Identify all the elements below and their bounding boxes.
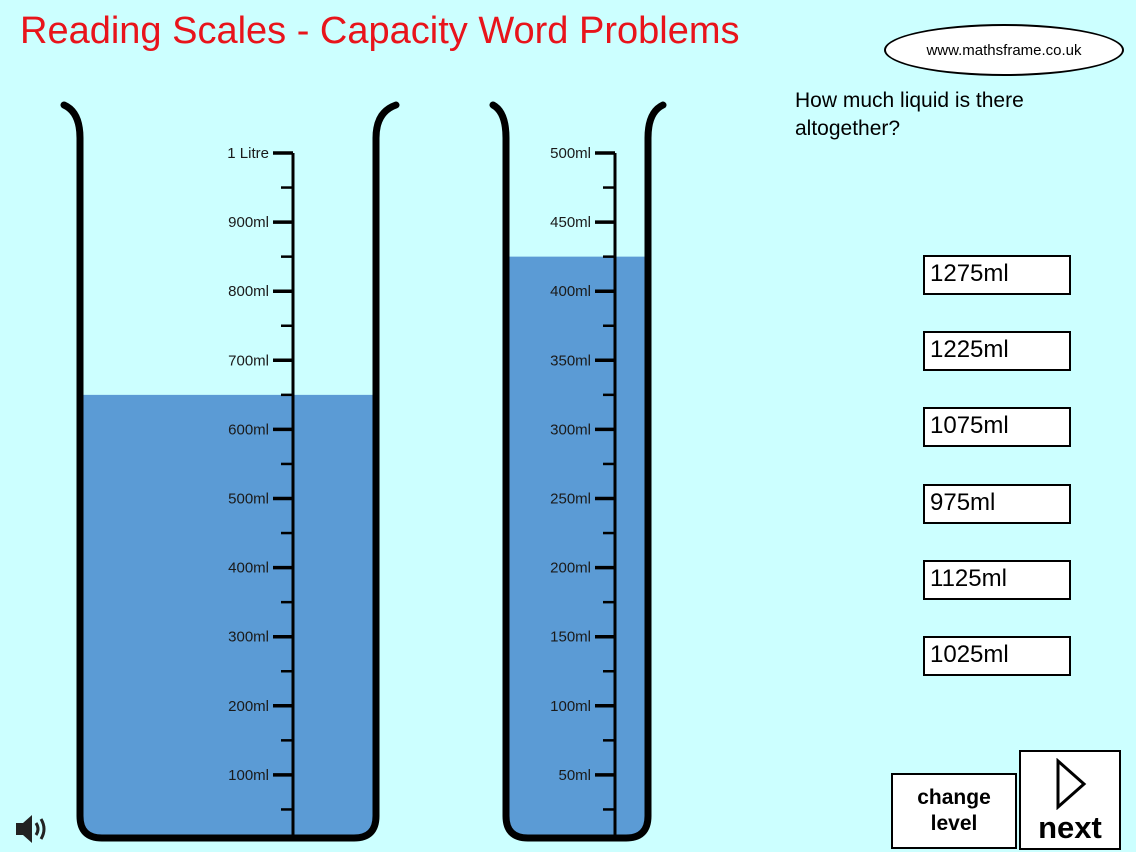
scale-label: 400ml [228,560,269,577]
answer-option-2[interactable]: 1225ml [923,331,1071,371]
answer-option-5[interactable]: 1125ml [923,560,1071,600]
scale-label: 350ml [550,352,591,369]
beaker-glass [489,101,667,842]
scale-label: 500ml [550,145,591,162]
next-button[interactable]: next [1019,750,1121,850]
answer-option-4[interactable]: 975ml [923,484,1071,524]
scale-label: 200ml [228,698,269,715]
answer-option-1[interactable]: 1275ml [923,255,1071,295]
scale-label: 500ml [228,491,269,508]
liquid-fill [506,256,648,838]
scale-label: 300ml [228,629,269,646]
site-url: www.mathsframe.co.uk [926,41,1082,59]
scale-label: 700ml [228,352,269,369]
site-badge[interactable]: www.mathsframe.co.uk [884,24,1124,76]
answer-option-6[interactable]: 1025ml [923,636,1071,676]
scale-label: 100ml [550,698,591,715]
question-text: How much liquid is there altogether? [795,89,1024,140]
answer-option-3[interactable]: 1075ml [923,407,1071,447]
play-triangle-icon [1056,758,1087,810]
scale-label: 900ml [228,214,269,231]
speaker-icon[interactable] [14,812,50,846]
beakers-illustration: 1 Litre 900ml 800ml 700ml 600ml 500ml 400ml 300… [60,101,667,842]
scale-label: 250ml [550,491,591,508]
beaker-glass [60,101,400,842]
next-label: next [1038,810,1102,845]
scale-label: 450ml [550,214,591,231]
scale-label: 50ml [558,767,591,784]
scale-label: 100ml [228,767,269,784]
scale-label: 800ml [228,283,269,300]
small-beaker: 500ml 450ml 400ml 350ml 300ml 250ml 200ml 150ml… [489,101,667,842]
scale-label: 400ml [550,283,591,300]
scale-label: 200ml [550,560,591,577]
scale-label: 150ml [550,629,591,646]
scale-label: 1 Litre [227,145,269,162]
change-level-label: change level [917,786,991,835]
change-level-button[interactable]: change level [891,773,1017,849]
scale-label: 600ml [228,421,269,438]
large-beaker: 1 Litre 900ml 800ml 700ml 600ml 500ml 400ml 300… [60,101,400,842]
liquid-fill [80,394,376,838]
scale-label: 300ml [550,421,591,438]
page-title: Reading Scales - Capacity Word Problems [20,10,740,52]
